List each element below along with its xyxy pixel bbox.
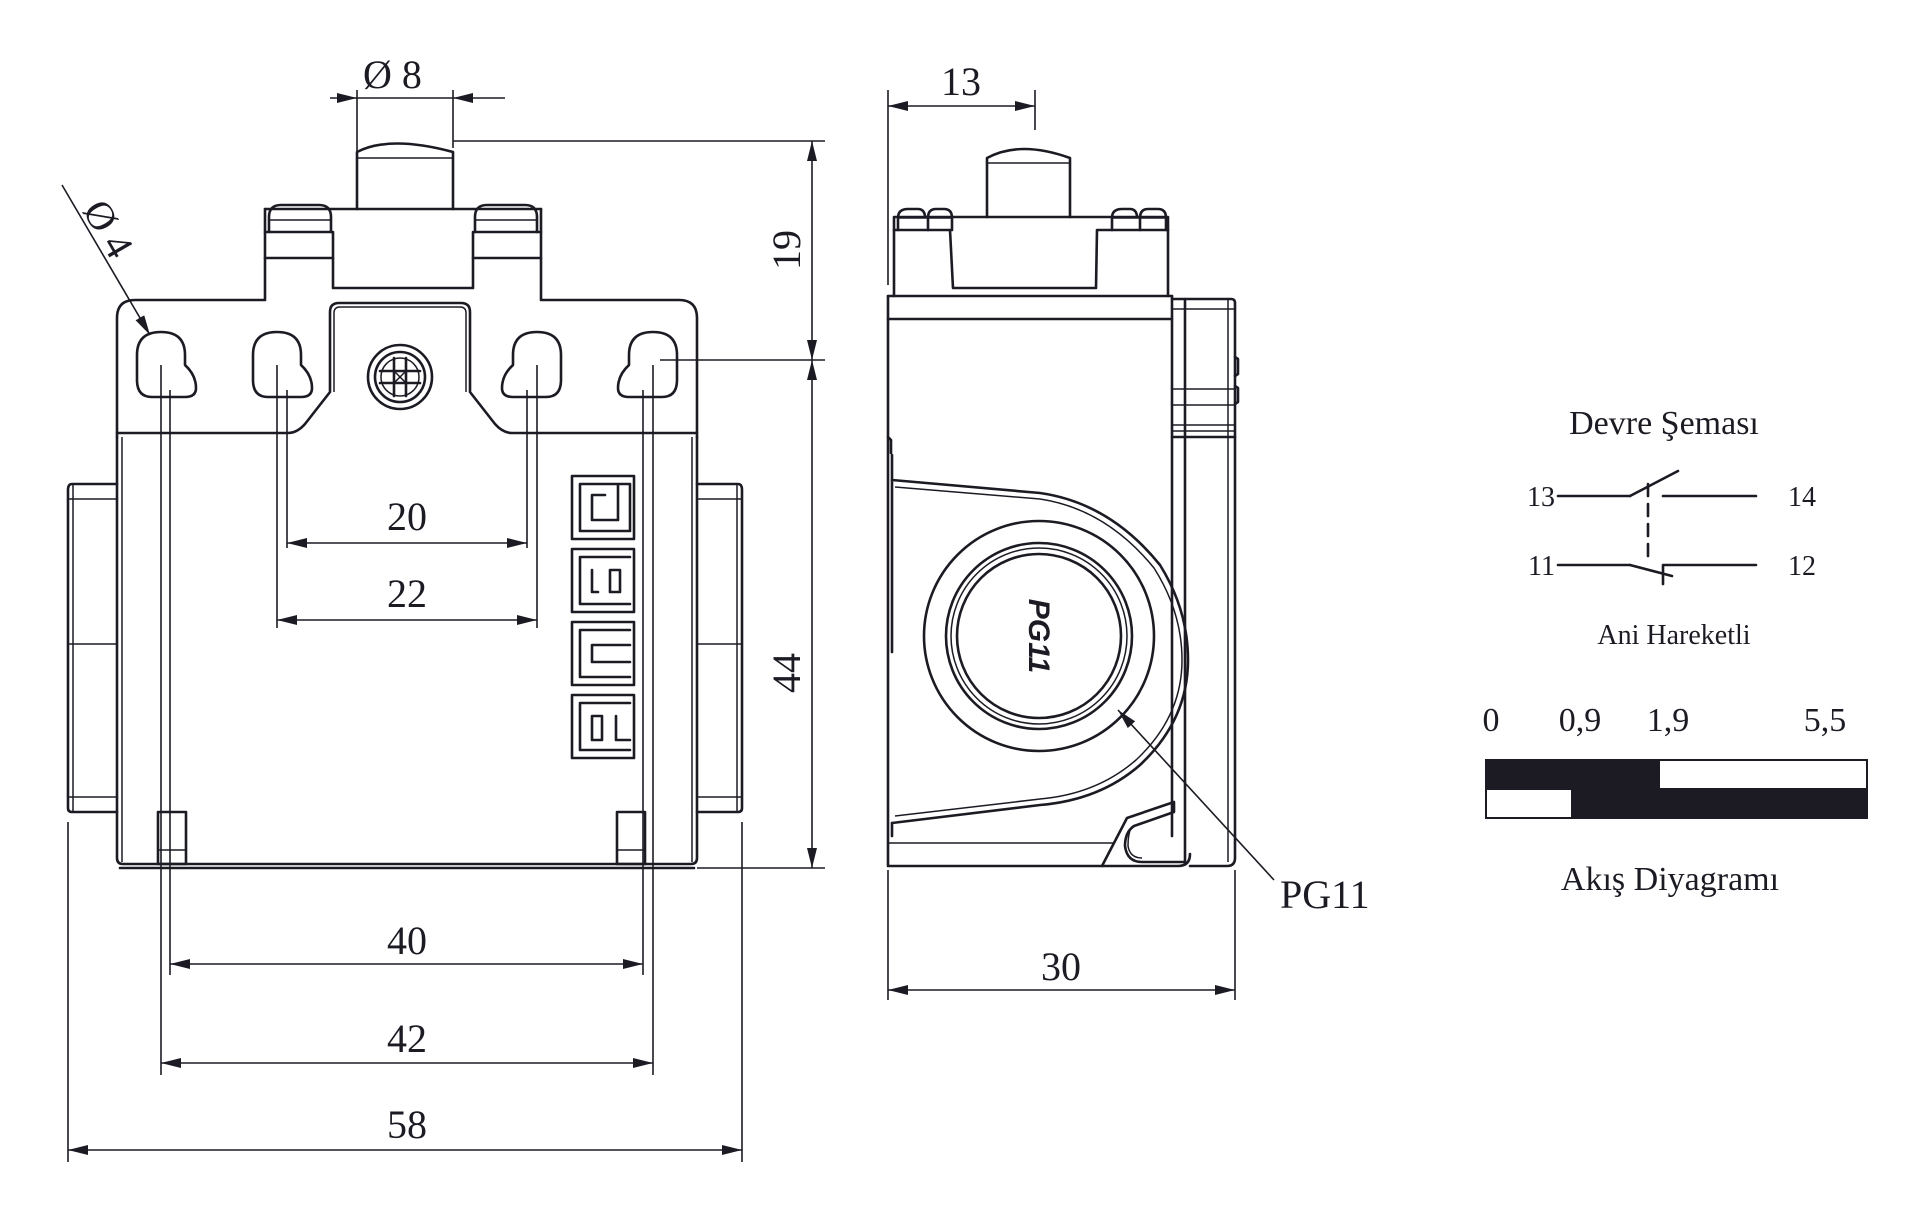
mounting-hole-1 xyxy=(135,330,198,399)
dim-label-20: 20 xyxy=(387,494,427,539)
side-cover-strip xyxy=(1170,297,1240,868)
pg11-callout-label: PG11 xyxy=(1280,872,1370,917)
side-view: PG11 13 30 PG11 xyxy=(886,59,1370,1000)
dimension-30: 30 xyxy=(888,944,1235,995)
dimension-22: 22 xyxy=(277,571,537,625)
dimension-40: 40 xyxy=(170,918,643,969)
side-plunger-head xyxy=(892,147,1170,298)
dimension-58: 58 xyxy=(68,1102,742,1155)
flow-scale-label: 1,9 xyxy=(1647,702,1690,739)
flow-contact-closed-bar xyxy=(1571,789,1867,818)
dimension-44: 44 xyxy=(764,360,817,868)
dimension-20: 20 xyxy=(287,494,527,548)
dim-label-diameter-8: Ø 8 xyxy=(363,52,422,97)
flow-diagram: 0 0,9 1,9 5,5 Akış Diyagramı xyxy=(1483,702,1868,898)
mounting-hole-3 xyxy=(500,330,563,399)
flow-scale-label: 0 xyxy=(1483,702,1500,739)
dim-label-44: 44 xyxy=(764,653,809,693)
cable-gland-boss xyxy=(890,478,1190,838)
logo-letter-e2 xyxy=(570,620,636,687)
mounting-hole-4 xyxy=(616,330,679,399)
circuit-diagram: Devre Şeması 13 14 11 12 Ani Hareketli xyxy=(1527,405,1816,651)
cover-screw xyxy=(366,343,434,411)
logo-letter-m xyxy=(570,693,636,760)
bottom-foot-left xyxy=(156,810,188,866)
plunger xyxy=(263,142,543,260)
dimension-diameter-4: Ø 4 xyxy=(61,184,151,336)
dim-label-22: 22 xyxy=(387,571,427,616)
switch-body xyxy=(115,435,699,870)
mounting-hole-2 xyxy=(251,330,314,399)
logo-letter-s xyxy=(570,474,636,541)
cable-gland-pg11: PG11 xyxy=(922,519,1156,753)
flow-scale-label: 0,9 xyxy=(1559,702,1602,739)
dimension-42: 42 xyxy=(161,1016,653,1068)
dim-label-40: 40 xyxy=(387,918,427,963)
dim-label-58: 58 xyxy=(387,1102,427,1147)
terminal-11: 11 xyxy=(1528,551,1555,582)
dimension-19: 19 xyxy=(764,141,817,360)
logo-letter-e1 xyxy=(570,547,636,614)
gland-marking: PG11 xyxy=(1022,599,1055,674)
brand-logo xyxy=(570,474,636,760)
bottom-foot-right xyxy=(615,810,647,866)
side-foot-detail xyxy=(888,800,1187,868)
dim-label-diameter-4: Ø 4 xyxy=(74,192,142,266)
right-side-tab xyxy=(695,482,744,814)
dim-label-42: 42 xyxy=(387,1016,427,1061)
circuit-subtitle: Ani Hareketli xyxy=(1597,620,1750,651)
terminal-14: 14 xyxy=(1788,482,1816,513)
left-side-tab xyxy=(66,482,119,814)
terminal-13: 13 xyxy=(1527,482,1555,513)
dimension-13: 13 xyxy=(888,59,1035,111)
flow-scale-label: 5,5 xyxy=(1804,702,1847,739)
flow-contact-closed-bar xyxy=(1486,760,1660,789)
dimension-diameter-8: Ø 8 xyxy=(330,52,505,103)
dim-label-13: 13 xyxy=(941,59,981,104)
pg11-callout: PG11 xyxy=(1117,709,1370,917)
dim-label-30: 30 xyxy=(1041,944,1081,989)
mounting-plate xyxy=(115,256,699,439)
extension-lines xyxy=(67,90,825,1162)
circuit-title: Devre Şeması xyxy=(1569,405,1759,442)
dim-label-19: 19 xyxy=(764,230,809,270)
front-view: Ø 8 Ø 4 20 22 40 42 58 19 xyxy=(61,52,825,1162)
terminal-12: 12 xyxy=(1788,551,1816,582)
flow-diagram-title: Akış Diyagramı xyxy=(1561,861,1779,898)
